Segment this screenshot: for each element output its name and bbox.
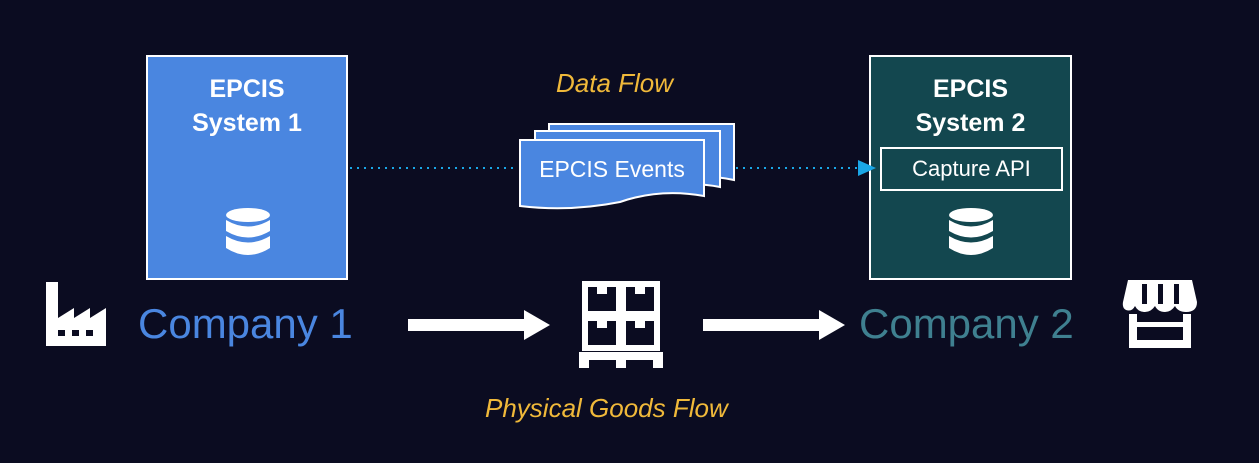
system-2-title-line2: System 2 — [915, 109, 1026, 137]
system-2-title-line1: EPCIS — [932, 75, 1009, 103]
arrow-right-icon — [703, 310, 845, 340]
capture-api-box: Capture API — [880, 147, 1063, 191]
document-stack-icon — [519, 123, 735, 210]
arrow-right-icon — [408, 310, 550, 340]
data-flow-label: Data Flow — [556, 68, 674, 98]
database-icon — [226, 208, 270, 255]
physical-goods-flow-label: Physical Goods Flow — [485, 393, 728, 423]
epcis-system-1-box: EPCIS System 1 — [146, 55, 348, 280]
pallet-boxes-icon — [579, 281, 663, 368]
epcis-events-document-label: EPCIS Events — [539, 156, 685, 182]
company-2-label: Company 2 — [859, 300, 1074, 347]
company-1-label: Company 1 — [138, 300, 353, 347]
system-1-title-line1: EPCIS — [209, 75, 285, 103]
arrowhead-icon — [858, 160, 876, 176]
store-icon — [1122, 280, 1197, 348]
database-icon — [949, 208, 993, 255]
factory-icon — [46, 282, 106, 346]
system-1-title-line2: System 1 — [192, 109, 302, 137]
